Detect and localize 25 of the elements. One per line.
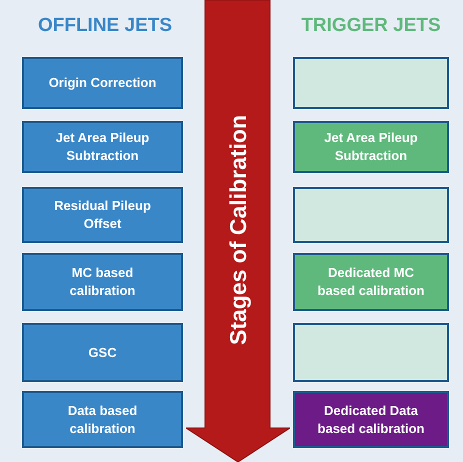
box-label: Jet Area Pileup Subtraction	[54, 129, 150, 165]
box-label: GSC	[88, 344, 117, 362]
empty-box	[293, 187, 449, 243]
box-label: Origin Correction	[48, 74, 156, 92]
process-box	[293, 253, 449, 311]
empty-box	[293, 323, 449, 382]
process-box	[22, 391, 183, 448]
process-box	[22, 323, 183, 382]
box-label: Residual Pileup Offset	[53, 197, 152, 233]
arrow-label: Stages of Calibration	[224, 114, 252, 346]
process-box	[22, 121, 183, 173]
process-box	[22, 57, 183, 109]
column-heading: TRIGGER JETS	[300, 14, 442, 38]
process-box	[22, 253, 183, 311]
column-heading: OFFLINE JETS	[36, 14, 174, 38]
process-box	[22, 187, 183, 243]
box-label: Jet Area Pileup Subtraction	[323, 129, 419, 165]
box-label: Dedicated MC based calibration	[316, 264, 426, 300]
box-label: Data based calibration	[66, 402, 138, 438]
process-box	[293, 391, 449, 448]
box-label: MC based calibration	[68, 264, 136, 300]
downward-arrow	[186, 0, 290, 462]
box-label: Dedicated Data based calibration	[316, 402, 426, 438]
process-box	[293, 121, 449, 173]
empty-box	[293, 57, 449, 109]
